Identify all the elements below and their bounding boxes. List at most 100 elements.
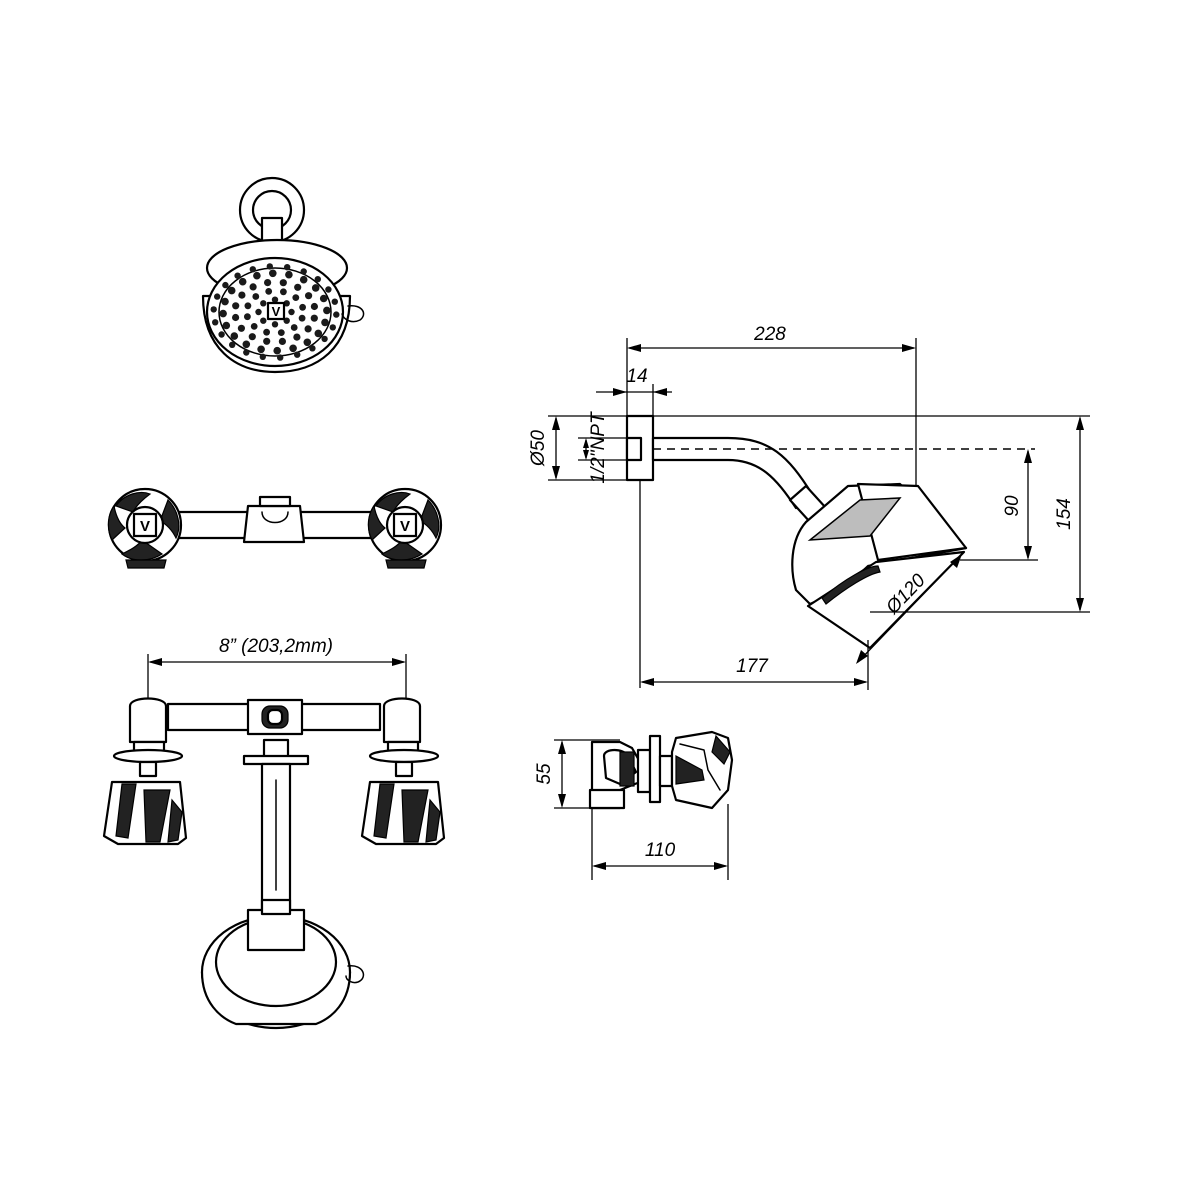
nozzle-hole [244, 302, 252, 310]
nozzle-hole [255, 308, 262, 316]
nozzle-hole [314, 329, 323, 338]
nozzle-hole [277, 329, 285, 336]
valve-side-view: 55 110 [534, 730, 734, 880]
nozzle-hole [271, 296, 279, 303]
nozzle-hole [319, 294, 328, 303]
nozzle-hole [257, 345, 265, 354]
nozzle-hole [279, 279, 287, 287]
nozzle-hole [278, 337, 286, 345]
nozzle-hole [229, 341, 236, 348]
nozzle-hole [227, 286, 236, 295]
dim-valve-depth: 110 [645, 840, 676, 861]
logo-mark: V [400, 518, 410, 535]
nozzle-hole [263, 337, 271, 345]
nozzle-hole [284, 264, 291, 271]
nozzle-hole [212, 319, 219, 326]
dim-head-reach: 177 [736, 656, 769, 677]
nozzle-hole [218, 331, 225, 338]
nozzle-hole [266, 263, 273, 270]
nozzle-hole [273, 346, 282, 355]
nozzle-hole [238, 291, 246, 299]
shower-arm-side-view: 228 14 Ø50 1/2"NPT [528, 324, 1090, 690]
nozzle-hole [260, 300, 267, 307]
valve-set-front-view: V V [107, 487, 443, 569]
left-handle: V [107, 487, 183, 569]
nozzle-hole [271, 321, 279, 328]
nozzle-hole [321, 318, 329, 327]
dim-flange-diameter: Ø50 [528, 430, 549, 467]
nozzle-hole [263, 328, 270, 336]
nozzle-hole [277, 354, 284, 361]
dim-flange-thickness: 14 [626, 366, 647, 387]
nozzle-hole [314, 276, 321, 283]
dim-overall-length: 228 [753, 324, 786, 345]
nozzle-hole [311, 284, 320, 292]
dim-head-drop: 90 [1002, 495, 1023, 517]
dim-valve-height: 55 [534, 763, 555, 785]
nozzle-hole [288, 308, 295, 316]
nozzle-hole [230, 332, 239, 340]
nozzle-hole [234, 272, 241, 279]
nozzle-hole [248, 333, 256, 341]
dim-thread-size: 1/2"NPT [588, 411, 609, 484]
nozzle-hole [265, 288, 273, 295]
nozzle-hole [305, 292, 313, 300]
nozzle-hole [309, 345, 316, 352]
nozzle-hole [250, 323, 258, 330]
nozzle-hole [299, 303, 306, 311]
shower-head-front-view: V [201, 176, 365, 374]
nozzle-hole [289, 344, 297, 353]
nozzle-hole [264, 279, 272, 287]
nozzle-hole [329, 324, 336, 331]
nozzle-hole [222, 321, 231, 330]
nozzle-hole [269, 269, 277, 278]
nozzle-hole [259, 353, 266, 360]
nozzle-hole [303, 338, 312, 347]
nozzle-hole [321, 335, 328, 343]
nozzle-hole [292, 294, 300, 301]
dim-handle-spacing: 8” (203,2mm) [219, 636, 333, 657]
nozzle-hole [299, 275, 308, 284]
nozzle-hole [221, 297, 229, 306]
valve-set-top-view: 8” (203,2mm) [102, 636, 446, 1030]
nozzle-hole [222, 281, 229, 289]
nozzle-hole [280, 288, 287, 296]
nozzle-hole [232, 313, 240, 322]
nozzle-hole [285, 270, 293, 279]
nozzle-hole [283, 317, 290, 324]
nozzle-hole [310, 314, 318, 322]
nozzle-hole [210, 306, 217, 313]
nozzle-hole [333, 311, 340, 318]
left-valve-top [102, 697, 188, 846]
nozzle-hole [232, 302, 240, 310]
logo-mark: V [272, 304, 281, 319]
nozzle-hole [298, 314, 306, 322]
logo-mark: V [140, 518, 150, 535]
nozzle-hole [243, 349, 250, 356]
nozzle-hole [249, 266, 256, 273]
right-valve-top [360, 697, 446, 846]
nozzle-hole [300, 268, 307, 275]
nozzle-hole [244, 313, 251, 321]
nozzle-hole [252, 293, 260, 300]
nozzle-hole [293, 333, 301, 341]
nozzle-hole [260, 317, 267, 324]
nozzle-hole [249, 283, 257, 291]
nozzle-hole [294, 351, 301, 358]
nozzle-hole [237, 324, 245, 332]
nozzle-hole [325, 286, 332, 293]
nozzle-hole [219, 309, 227, 318]
nozzle-hole [294, 283, 302, 291]
nozzle-hole [242, 340, 251, 349]
shower-head-side [791, 482, 968, 650]
dim-overall-drop: 154 [1054, 498, 1075, 530]
nozzle-hole [310, 302, 318, 311]
shower-arm-top-view [200, 738, 365, 1030]
nozzle-hole [304, 325, 312, 333]
nozzle-hole [323, 306, 331, 315]
nozzle-hole [290, 324, 298, 331]
right-handle: V [367, 487, 443, 569]
nozzle-hole [253, 271, 261, 280]
nozzle-hole [331, 298, 338, 305]
